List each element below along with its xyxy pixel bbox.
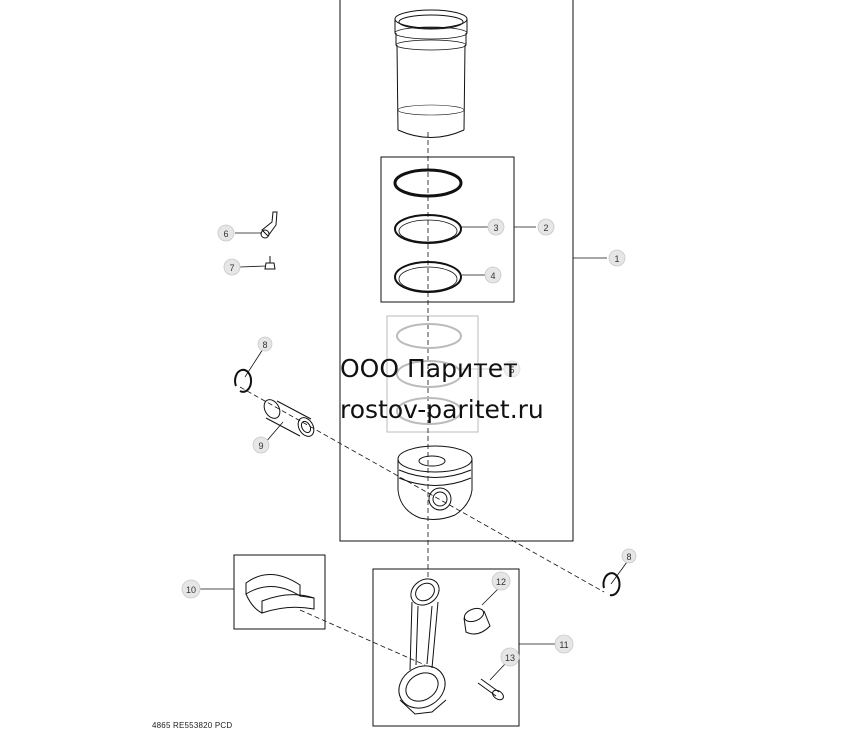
callout-6: 6	[223, 229, 228, 239]
callout-8-right: 8	[626, 552, 631, 562]
callout-3: 3	[493, 223, 498, 233]
callout-5: 5	[509, 365, 514, 375]
connecting-rod	[398, 578, 447, 715]
callout-4: 4	[490, 271, 495, 281]
callout-1: 1	[614, 254, 619, 264]
bearing-shells	[245, 574, 315, 614]
connecting-rod-frame	[372, 568, 520, 727]
callout-10: 10	[186, 585, 196, 595]
callout-9: 9	[258, 441, 263, 451]
callout-8-left: 8	[262, 340, 267, 350]
piston-pin	[263, 399, 315, 437]
nozzle-bolt	[264, 256, 276, 270]
snap-ring-left	[234, 368, 253, 393]
callout-7: 7	[229, 263, 234, 273]
piston	[397, 445, 473, 520]
leader-lines	[199, 226, 628, 681]
drawing-reference-code: 4865 RE553820 PCD	[152, 721, 233, 730]
callout-2: 2	[543, 223, 548, 233]
bearing-axis	[299, 609, 426, 666]
ring-set-frame	[380, 156, 515, 303]
watermark-company: ООО Паритет	[340, 354, 518, 383]
snap-ring-right	[602, 572, 621, 597]
top-ring	[393, 168, 463, 198]
callout-12: 12	[496, 577, 506, 587]
assembly-frame	[339, 0, 574, 542]
callout-circles	[181, 218, 637, 667]
cooling-nozzle	[260, 211, 278, 239]
pin-axis	[239, 386, 605, 593]
oil-ring	[394, 261, 462, 293]
faded-rings	[396, 323, 462, 425]
second-ring	[394, 214, 462, 244]
cylinder-liner	[394, 9, 468, 138]
callout-11: 11	[559, 640, 568, 650]
callout-13: 13	[505, 653, 515, 663]
rod-bolt	[477, 678, 504, 701]
watermark-website: rostov-paritet.ru	[340, 395, 544, 424]
faded-ring-frame	[386, 315, 479, 433]
bearing-frame	[233, 554, 326, 630]
rod-bushing	[463, 607, 491, 635]
